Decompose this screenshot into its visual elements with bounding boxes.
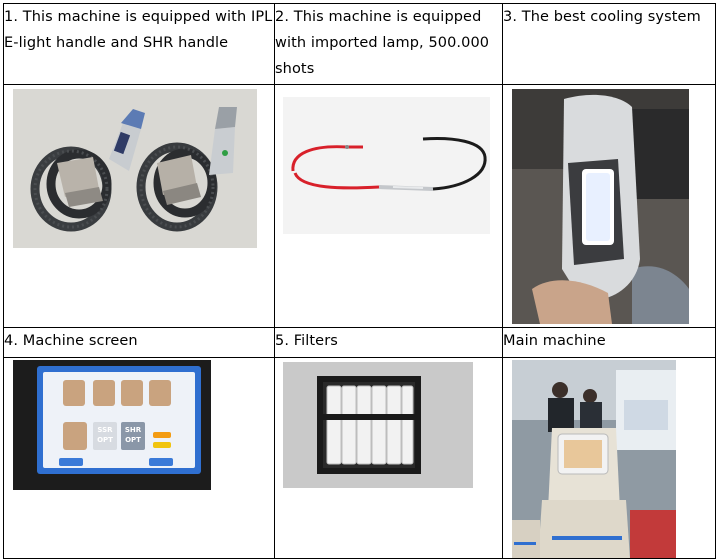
main-machine-photo: [512, 360, 676, 558]
machine-screen-photo: SSR OPT SHR OPT: [13, 360, 211, 490]
caption-main-machine: Main machine: [502, 327, 716, 358]
caption-screen: 4. Machine screen: [3, 327, 275, 358]
photo-cell-filters: [274, 357, 503, 559]
ssr-opt-button[interactable]: SSR OPT: [93, 422, 117, 450]
lamp-photo: [283, 97, 490, 234]
caption-lamp: 2. This machine is equipped with importe…: [274, 3, 503, 85]
photo-cell-main-machine: [502, 357, 716, 559]
photo-cell-handles: [3, 84, 275, 328]
handles-photo: [13, 89, 257, 248]
photo-cell-screen: SSR OPT SHR OPT: [3, 357, 275, 559]
filters-photo: [283, 362, 473, 488]
photo-cell-cooling: [502, 84, 716, 328]
caption-handles: 1. This machine is equipped with IPL E-l…: [3, 3, 275, 85]
photo-cell-lamp: [274, 84, 503, 328]
caption-cooling: 3. The best cooling system: [502, 3, 716, 85]
cooling-handle-photo: [512, 89, 689, 324]
product-feature-table: 1. This machine is equipped with IPL E-l…: [3, 3, 716, 559]
shr-opt-button[interactable]: SHR OPT: [121, 422, 145, 450]
caption-filters: 5. Filters: [274, 327, 503, 358]
